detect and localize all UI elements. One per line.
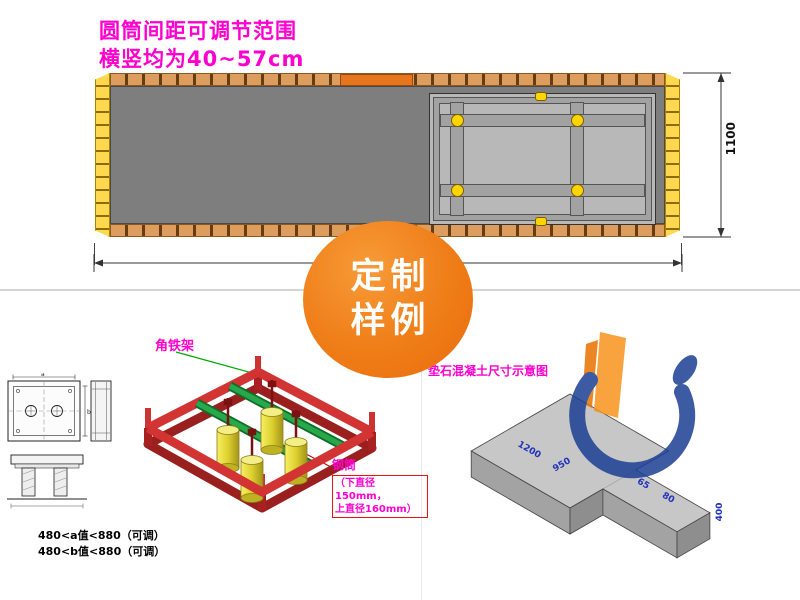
- cylinder-note-line1: （下直径150mm，: [335, 478, 387, 502]
- bolt-yellow-1: [451, 114, 464, 127]
- frame-bar-horizontal-top: [440, 114, 645, 127]
- logo-blue-swirl: [569, 372, 696, 479]
- center-tab-top: [535, 92, 547, 101]
- dim-b-label: b: [87, 409, 91, 416]
- logo-orange-ribbon: [594, 332, 626, 418]
- brand-logo-watermark: [569, 332, 698, 479]
- dim-b: b: [82, 385, 91, 437]
- badge-line2: 样例: [350, 300, 431, 341]
- badge-line1: 定制: [350, 256, 431, 297]
- logo-blue-leaf: [672, 355, 698, 385]
- adjustable-frame-panel: [429, 92, 656, 226]
- frame-bar-horizontal-bottom: [440, 184, 645, 197]
- dim-end-label: 400: [715, 503, 725, 522]
- concrete-diagram-title: 垫石混凝土尺寸示意图: [428, 364, 549, 378]
- note-line2: 横竖均为40~57cm: [99, 47, 305, 71]
- adjustable-range-note: 圆筒间距可调节范围 横竖均为40~57cm: [99, 17, 304, 73]
- steel-cylinder-3: [284, 437, 308, 485]
- range-caption-a: 480<a值<880（可调）: [38, 529, 165, 542]
- note-line1: 圆筒间距可调节范围: [99, 19, 297, 43]
- plate-front-view: [7, 454, 87, 509]
- frame-label-leader: [175, 351, 257, 375]
- left-side-rail: [95, 73, 110, 237]
- frame-upper-near-edges: [145, 424, 375, 497]
- clamp-block-orange: [340, 74, 413, 86]
- cylinder-label: 钢筒 （下直径150mm， 上直径160mm）: [332, 456, 428, 518]
- center-tab-bottom: [535, 217, 547, 226]
- frame-upper-far-edges: [145, 367, 375, 436]
- range-caption-b: 480<b值<880（可调）: [38, 545, 166, 558]
- cylinder-label-title: 钢筒: [332, 458, 357, 472]
- vertical-divider: [421, 291, 422, 600]
- plate-top-view: [7, 380, 81, 442]
- mold-panel-drawing: [95, 70, 680, 240]
- concrete-pad-3d: 1200 950 65 80 400: [470, 332, 725, 559]
- height-dimension: [683, 72, 731, 238]
- frame-label: 角铁架: [155, 339, 195, 354]
- angle-iron-frame-3d: [143, 351, 377, 513]
- bolt-yellow-2: [571, 114, 584, 127]
- custom-sample-badge: 定制 样例: [303, 221, 473, 378]
- bolt-yellow-3: [451, 184, 464, 197]
- steel-cylinder-1: [260, 407, 284, 455]
- dim-a: a: [12, 373, 76, 380]
- dim-a-label: a: [41, 373, 45, 378]
- cylinder-label-note: （下直径150mm， 上直径160mm）: [332, 475, 428, 518]
- concrete-solid: [470, 393, 711, 559]
- plate-side-view: [90, 380, 112, 442]
- bolt-yellow-4: [571, 184, 584, 197]
- mold-surface: [110, 86, 665, 226]
- right-side-rail: [665, 73, 680, 237]
- cylinder-note-line2: 上直径160mm）: [335, 504, 417, 515]
- plate-cad-views: a b: [7, 373, 112, 509]
- height-dimension-label: 1100: [724, 122, 738, 156]
